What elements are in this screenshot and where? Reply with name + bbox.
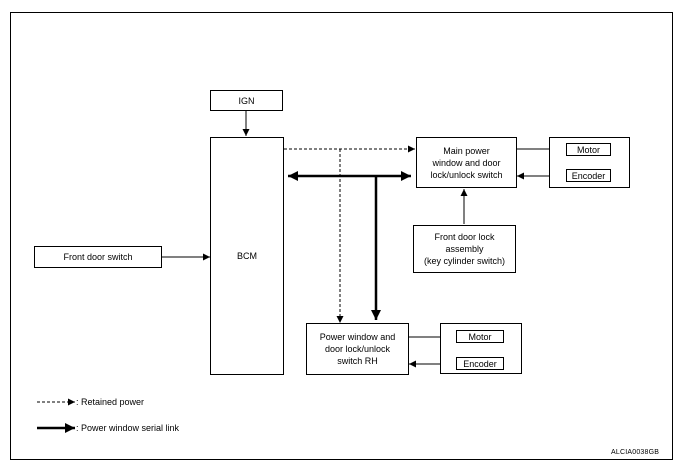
- ign-label: IGN: [238, 95, 255, 106]
- motor-top-box: Motor: [566, 143, 611, 156]
- power-window-rh-box: Power window and door lock/unlock switch…: [306, 323, 409, 375]
- front-door-lock-label: Front door lock assembly (key cylinder s…: [423, 232, 506, 266]
- power-window-rh-label: Power window and door lock/unlock switch…: [319, 332, 396, 366]
- encoder-bottom-label: Encoder: [463, 358, 497, 369]
- ign-box: IGN: [210, 90, 283, 111]
- motor-bottom-label: Motor: [468, 331, 492, 342]
- bcm-label: BCM: [237, 251, 257, 261]
- encoder-top-box: Encoder: [566, 169, 611, 182]
- motor-bottom-box: Motor: [456, 330, 504, 343]
- encoder-bottom-box: Encoder: [456, 357, 504, 370]
- motor-top-label: Motor: [576, 144, 600, 155]
- front-door-switch-label: Front door switch: [63, 252, 133, 262]
- legend-retained-power: : Retained power: [76, 397, 145, 407]
- front-door-lock-box: Front door lock assembly (key cylinder s…: [413, 225, 516, 273]
- main-power-window-label: Main power window and door lock/unlock s…: [430, 145, 503, 180]
- bcm-box: BCM: [210, 137, 284, 375]
- encoder-top-label: Encoder: [571, 170, 606, 181]
- main-power-window-box: Main power window and door lock/unlock s…: [416, 137, 517, 188]
- figure-code: ALCIA0038GB: [611, 449, 660, 456]
- legend-serial-link: : Power window serial link: [76, 423, 180, 433]
- diagram-frame: [10, 12, 673, 460]
- front-door-switch-box: Front door switch: [34, 246, 162, 268]
